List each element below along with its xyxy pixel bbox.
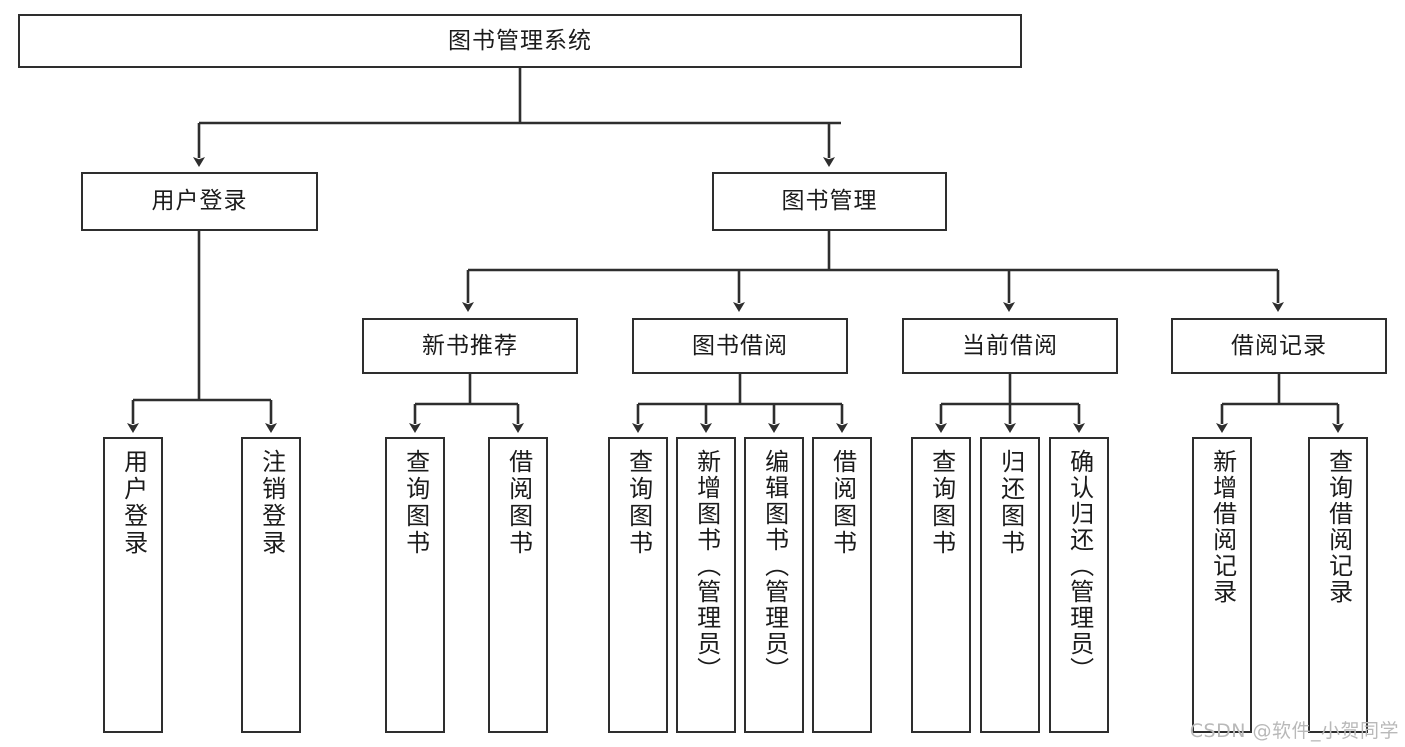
node-borrow-record[interactable]: 借阅记录 [1171, 318, 1387, 374]
node-label: 确认归还（管理员） [1065, 449, 1094, 683]
node-label: 新增借阅记录 [1208, 449, 1237, 605]
node-new-book-recommend[interactable]: 新书推荐 [362, 318, 578, 374]
node-current-borrow[interactable]: 当前借阅 [902, 318, 1118, 374]
watermark: CSDN @软件_小贺同学 [1189, 720, 1399, 742]
node-label: 编辑图书（管理员） [760, 449, 789, 683]
leaf-add-borrow-record[interactable]: 新增借阅记录 [1192, 437, 1252, 733]
leaf-query-book-current[interactable]: 查询图书 [911, 437, 971, 733]
leaf-query-book-borrow[interactable]: 查询图书 [608, 437, 668, 733]
node-label: 图书管理系统 [448, 27, 592, 54]
node-label: 用户登录 [151, 188, 248, 215]
node-root-book-management-system[interactable]: 图书管理系统 [18, 14, 1022, 68]
leaf-confirm-return-admin[interactable]: 确认归还（管理员） [1049, 437, 1109, 733]
node-label: 图书管理 [781, 188, 878, 215]
node-label: 用户登录 [119, 449, 148, 557]
leaf-borrow-book-recommend[interactable]: 借阅图书 [488, 437, 548, 733]
node-label: 新书推荐 [422, 332, 518, 359]
leaf-edit-book-admin[interactable]: 编辑图书（管理员） [744, 437, 804, 733]
node-label: 查询图书 [401, 449, 430, 557]
node-label: 借阅图书 [504, 449, 533, 557]
node-label: 注销登录 [257, 449, 286, 557]
node-book-borrow[interactable]: 图书借阅 [632, 318, 848, 374]
node-label: 图书借阅 [692, 332, 788, 359]
node-label: 查询图书 [624, 449, 653, 557]
leaf-add-book-admin[interactable]: 新增图书（管理员） [676, 437, 736, 733]
leaf-borrow-book[interactable]: 借阅图书 [812, 437, 872, 733]
node-label: 借阅图书 [828, 449, 857, 557]
node-book-management[interactable]: 图书管理 [712, 172, 947, 231]
leaf-return-book[interactable]: 归还图书 [980, 437, 1040, 733]
node-label: 新增图书（管理员） [692, 449, 721, 683]
node-label: 归还图书 [996, 449, 1025, 557]
leaf-query-borrow-record[interactable]: 查询借阅记录 [1308, 437, 1368, 733]
node-user-login[interactable]: 用户登录 [81, 172, 318, 231]
node-label: 借阅记录 [1231, 332, 1327, 359]
node-label: 查询图书 [927, 449, 956, 557]
node-label: 查询借阅记录 [1324, 449, 1353, 605]
leaf-logout[interactable]: 注销登录 [241, 437, 301, 733]
leaf-query-book-recommend[interactable]: 查询图书 [385, 437, 445, 733]
leaf-user-login[interactable]: 用户登录 [103, 437, 163, 733]
node-label: 当前借阅 [962, 332, 1058, 359]
